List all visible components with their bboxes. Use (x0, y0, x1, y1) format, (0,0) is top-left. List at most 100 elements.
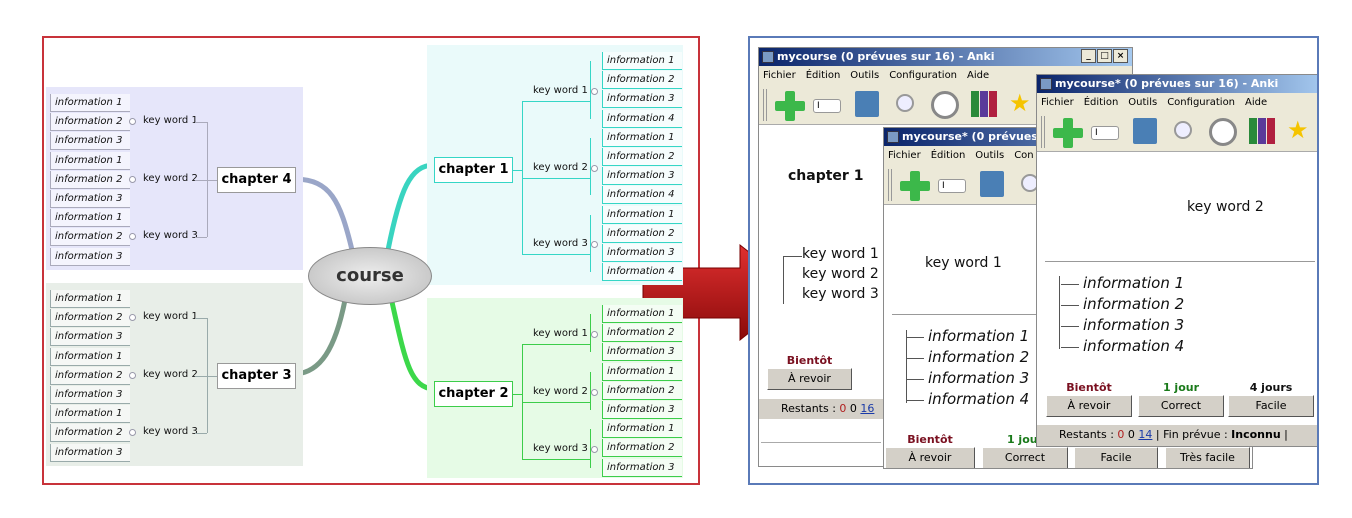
add-icon[interactable] (900, 171, 930, 201)
info-node[interactable]: information 3 (50, 132, 130, 151)
info-node[interactable]: information 1 (50, 405, 130, 424)
info-node[interactable]: information 2 (50, 366, 130, 385)
info-node[interactable]: information 1 (50, 209, 130, 228)
chapter-node[interactable]: chapter 1 (434, 156, 513, 183)
menu-aide[interactable]: Aide (1245, 97, 1268, 108)
info-node[interactable]: information 2 (602, 224, 682, 243)
add-icon[interactable] (1053, 118, 1083, 148)
keyword-node[interactable]: key word 1 (143, 311, 198, 323)
keyword-node[interactable]: key word 3 (143, 426, 198, 438)
collapse-icon[interactable] (129, 314, 136, 322)
info-node[interactable]: information 2 (602, 324, 682, 343)
info-node[interactable]: information 1 (50, 151, 130, 170)
very-easy-button[interactable]: Très facile (1165, 447, 1250, 468)
again-button[interactable]: À revoir (885, 447, 975, 468)
toolbar-grip[interactable] (1041, 116, 1045, 148)
root-node-course[interactable]: course (308, 247, 432, 305)
collapse-icon[interactable] (129, 175, 136, 183)
info-node[interactable]: information 4 (602, 263, 682, 282)
keyword-node[interactable]: key word 2 (143, 368, 198, 380)
correct-button[interactable]: Correct (1138, 395, 1224, 417)
collapse-icon[interactable] (591, 164, 598, 172)
remaining-link[interactable]: 14 (1138, 428, 1153, 441)
star-icon[interactable]: ★ (1287, 116, 1309, 144)
collapse-icon[interactable] (591, 87, 598, 95)
keyword-node[interactable]: key word 2 (533, 161, 588, 173)
info-node[interactable]: information 1 (602, 52, 682, 70)
chapter-node[interactable]: chapter 3 (217, 362, 296, 389)
menu-configuration[interactable]: Configuration (889, 70, 958, 81)
input-icon[interactable]: I (1091, 126, 1119, 140)
info-node[interactable]: information 1 (50, 290, 130, 308)
info-node[interactable]: information 3 (602, 244, 682, 262)
edit-deck-icon[interactable] (1133, 118, 1157, 144)
maximize-icon[interactable]: □ (1097, 49, 1112, 63)
toolbar-grip[interactable] (888, 169, 892, 201)
menu-configuration[interactable]: Con (1014, 150, 1034, 161)
collapse-icon[interactable] (591, 446, 598, 454)
info-node[interactable]: information 3 (602, 343, 682, 362)
info-node[interactable]: information 1 (602, 205, 682, 224)
minimize-icon[interactable]: _ (1081, 49, 1096, 63)
chapter-node[interactable]: chapter 2 (434, 380, 513, 407)
info-node[interactable]: information 3 (602, 401, 682, 419)
again-button[interactable]: À revoir (1046, 395, 1132, 417)
info-node[interactable]: information 3 (50, 328, 130, 347)
menu-fichier[interactable]: Fichier (763, 70, 796, 81)
info-node[interactable]: information 1 (50, 347, 130, 366)
info-node[interactable]: information 2 (50, 113, 130, 132)
info-node[interactable]: information 3 (50, 386, 130, 404)
menu-outils[interactable]: Outils (1128, 97, 1158, 108)
keyword-node[interactable]: key word 1 (533, 328, 588, 340)
keyword-node[interactable]: key word 2 (533, 385, 588, 397)
keyword-node[interactable]: key word 3 (533, 443, 588, 455)
easy-button[interactable]: Facile (1074, 447, 1158, 468)
timer-icon[interactable] (1209, 118, 1237, 146)
info-node[interactable]: information 2 (50, 309, 130, 328)
correct-button[interactable]: Correct (982, 447, 1068, 468)
toolbar-grip[interactable] (763, 89, 767, 121)
remaining-link[interactable]: 16 (860, 402, 875, 415)
close-icon[interactable]: × (1113, 49, 1128, 63)
collapse-icon[interactable] (129, 233, 136, 241)
info-node[interactable]: information 3 (602, 458, 682, 477)
keyword-node[interactable]: key word 3 (143, 230, 198, 242)
collapse-icon[interactable] (129, 429, 136, 437)
info-node[interactable]: information 3 (602, 90, 682, 109)
keyword-node[interactable]: key word 3 (533, 238, 588, 250)
search-icon[interactable] (1174, 121, 1192, 139)
info-node[interactable]: information 1 (602, 362, 682, 381)
input-icon[interactable]: I (813, 99, 841, 113)
info-node[interactable]: information 2 (602, 381, 682, 400)
info-node[interactable]: information 1 (602, 305, 682, 323)
info-node[interactable]: information 2 (602, 148, 682, 166)
keyword-node[interactable]: key word 2 (143, 172, 198, 184)
menu-outils[interactable]: Outils (975, 150, 1005, 161)
menu-edition[interactable]: Édition (930, 150, 966, 161)
menu-edition[interactable]: Édition (805, 70, 841, 81)
star-icon[interactable]: ★ (1009, 89, 1031, 117)
menu-fichier[interactable]: Fichier (1041, 97, 1074, 108)
menu-aide[interactable]: Aide (967, 70, 990, 81)
collapse-icon[interactable] (129, 371, 136, 379)
menu-edition[interactable]: Édition (1083, 97, 1119, 108)
edit-deck-icon[interactable] (855, 91, 879, 117)
menu-configuration[interactable]: Configuration (1167, 97, 1236, 108)
collapse-icon[interactable] (591, 388, 598, 396)
collapse-icon[interactable] (591, 331, 598, 339)
info-node[interactable]: information 2 (602, 439, 682, 458)
stats-icon[interactable] (1249, 118, 1275, 144)
info-node[interactable]: information 1 (50, 94, 130, 112)
collapse-icon[interactable] (591, 241, 598, 249)
edit-deck-icon[interactable] (980, 171, 1004, 197)
search-icon[interactable] (896, 94, 914, 112)
info-node[interactable]: information 2 (50, 228, 130, 247)
info-node[interactable]: information 4 (602, 109, 682, 128)
info-node[interactable]: information 2 (50, 170, 130, 189)
info-node[interactable]: information 3 (50, 443, 130, 462)
info-node[interactable]: information 1 (602, 420, 682, 439)
menu-fichier[interactable]: Fichier (888, 150, 921, 161)
keyword-node[interactable]: key word 1 (143, 115, 198, 127)
info-node[interactable]: information 4 (602, 186, 682, 205)
info-node[interactable]: information 2 (50, 424, 130, 443)
